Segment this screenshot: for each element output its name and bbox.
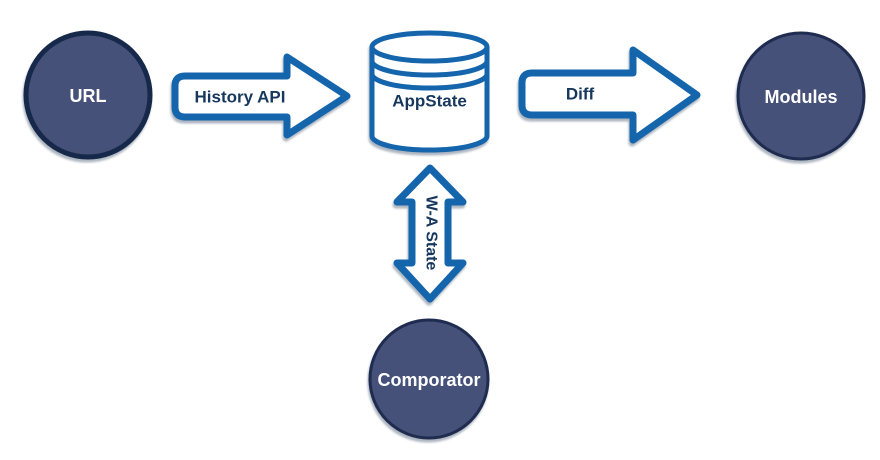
- node-url: URL: [23, 30, 153, 160]
- appstate-cylinder-ring-2: [369, 73, 490, 91]
- node-appstate: AppState: [369, 30, 490, 153]
- comporator-circle: [368, 318, 490, 440]
- node-modules: Modules: [736, 31, 866, 161]
- wa-state-arrow: [393, 164, 467, 303]
- node-comporator: Comporator: [368, 318, 490, 440]
- diff-label: Diff: [566, 85, 595, 104]
- edge-wa-state: W-A State: [393, 164, 467, 303]
- history-api-arrow: [171, 53, 351, 139]
- wa-state-label: W-A State: [423, 196, 440, 271]
- appstate-label: AppState: [392, 92, 467, 111]
- url-label: URL: [70, 86, 107, 106]
- edge-diff: Diff: [518, 46, 701, 144]
- appstate-cylinder-top: [369, 30, 490, 64]
- appstate-cylinder-ring-1: [369, 60, 490, 78]
- edge-history-api: History API: [171, 53, 351, 139]
- url-circle: [23, 30, 153, 160]
- history-api-label: History API: [194, 88, 285, 107]
- modules-label: Modules: [764, 87, 837, 107]
- comporator-label: Comporator: [378, 370, 481, 390]
- modules-circle: [736, 31, 866, 161]
- diff-arrow: [518, 46, 701, 144]
